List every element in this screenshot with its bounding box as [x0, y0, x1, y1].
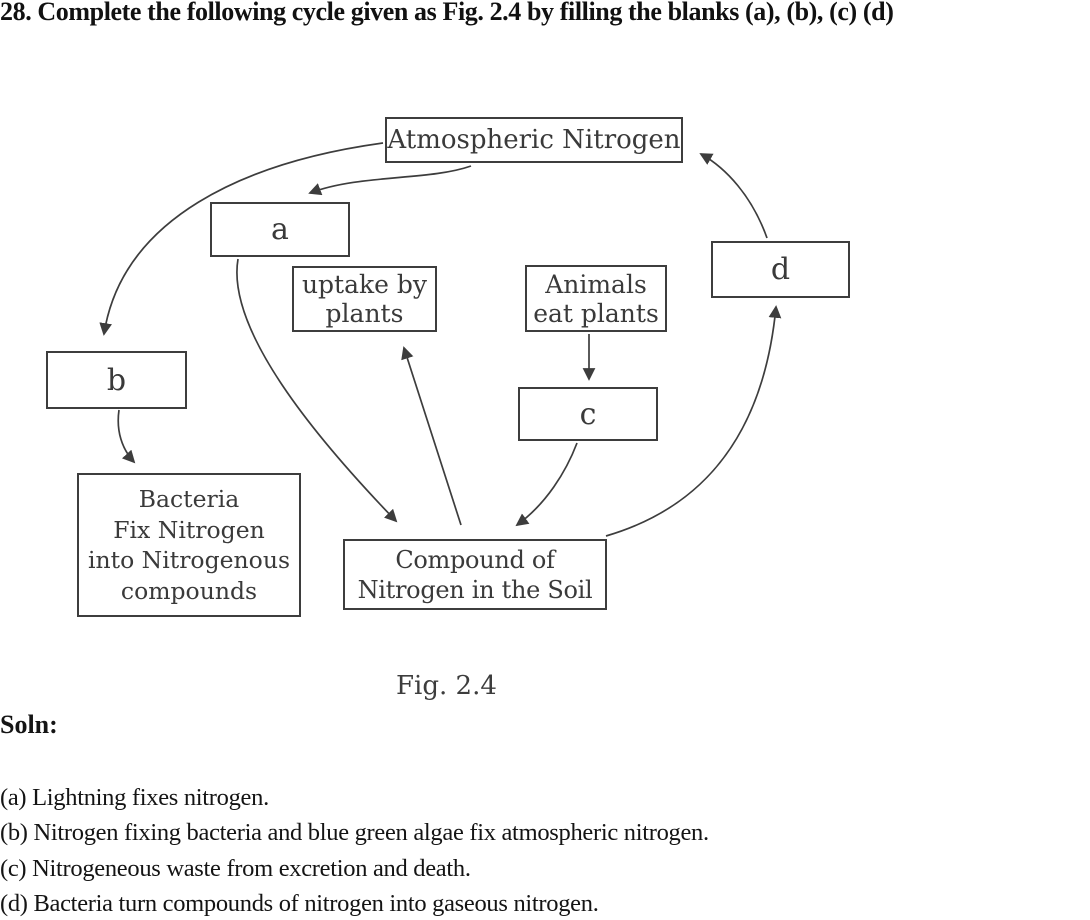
edge-compound-to-uptake-by-plants [401, 346, 462, 526]
node-compound-of-nitrogen-in-soil: Compound of Nitrogen in the Soil [343, 539, 607, 610]
node-uptake-by-plants: uptake by plants [292, 266, 437, 332]
question-title: 28. Complete the following cycle given a… [0, 0, 894, 26]
solution-heading: Soln: [0, 710, 58, 739]
diagram-arrows [99, 142, 782, 537]
node-bacteria-fix-nitrogen: Bacteria Fix Nitrogen into Nitrogenous c… [77, 473, 301, 617]
node-label: b [106, 362, 127, 398]
node-animals-eat-plants: Animals eat plants [525, 265, 667, 332]
node-blank-b: b [46, 351, 187, 409]
edge-atmospheric-nitrogen-to-b [99, 142, 384, 336]
solution-answers: (a) Lightning fixes nitrogen. (b) Nitrog… [0, 780, 1000, 920]
node-blank-d: d [711, 241, 850, 298]
answer-a: (a) Lightning fixes nitrogen. [0, 784, 269, 811]
edge-compound-to-d [605, 305, 782, 537]
answer-d: (d) Bacteria turn compounds of nitrogen … [0, 890, 599, 918]
node-label: Atmospheric Nitrogen [387, 125, 681, 155]
node-label: a [271, 212, 289, 247]
edge-atmospheric-nitrogen-to-a [308, 165, 472, 196]
edge-a-to-compound [236, 258, 398, 523]
figure-caption: Fig. 2.4 [396, 671, 497, 701]
node-label: Bacteria Fix Nitrogen into Nitrogenous c… [87, 485, 291, 605]
node-label: d [770, 252, 791, 287]
node-blank-c: c [518, 387, 658, 441]
node-blank-a: a [210, 202, 350, 257]
node-label: Animals eat plants [533, 269, 659, 328]
edge-b-to-bacteria [117, 409, 136, 464]
node-label: Compound of Nitrogen in the Soil [357, 545, 593, 604]
node-label: uptake by plants [301, 270, 428, 328]
answer-c: (c) Nitrogeneous waste from excretion an… [0, 854, 471, 882]
answer-b: (b) Nitrogen fixing bacteria and blue gr… [0, 819, 709, 847]
node-label: c [579, 396, 597, 432]
nitrogen-cycle-diagram: Atmospheric Nitrogen a uptake by plants … [46, 117, 850, 701]
edge-d-to-atmospheric-nitrogen [699, 153, 768, 239]
edge-c-to-compound [515, 442, 578, 527]
node-atmospheric-nitrogen: Atmospheric Nitrogen [385, 117, 683, 163]
